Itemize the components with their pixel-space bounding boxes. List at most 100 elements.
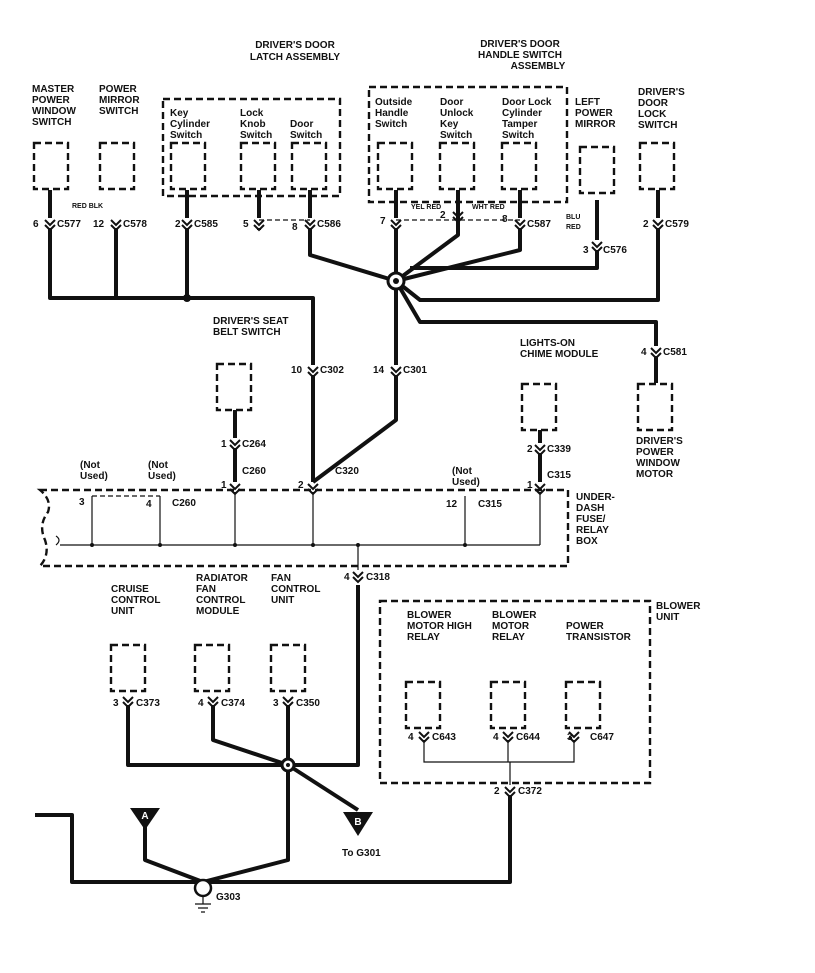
pin-c373: 3 [113, 698, 119, 709]
oh-3: Switch [375, 119, 407, 130]
conn-c318: C318 [366, 572, 390, 583]
lpm-2: POWER [575, 108, 614, 119]
dlt-2: Cylinder [502, 108, 542, 119]
cruise-control-box [109, 643, 147, 693]
pm-1: POWER [99, 84, 138, 95]
pin-c260a: 1 [221, 480, 227, 491]
lk-2: Knob [240, 119, 266, 130]
dlt-4: Switch [502, 130, 534, 141]
pin-c587c: 8 [502, 214, 508, 225]
dlt-1: Door Lock [502, 97, 552, 108]
connector-c315-icon [534, 483, 546, 496]
kc-2: Cylinder [170, 119, 210, 130]
latch-assembly-box [161, 97, 342, 198]
master-power-window-box [32, 141, 70, 191]
connector-c320-icon [307, 483, 319, 496]
underdash-fuse-box [36, 488, 570, 568]
wire-color-unlock: YEL RED [411, 204, 441, 211]
br-2: MOTOR [492, 621, 530, 632]
connector-c643-icon [418, 731, 430, 744]
wire-cruise [126, 705, 288, 767]
pin-c260b: 4 [146, 499, 152, 510]
pin-c576: 3 [583, 245, 589, 256]
conn-c260a: C260 [242, 466, 266, 477]
window-motor-label: DRIVER'S POWER WINDOW MOTOR [636, 436, 683, 480]
br-3: RELAY [492, 632, 525, 643]
connector-c318-icon [352, 571, 364, 584]
driver-door-lock-box [638, 141, 676, 191]
dot [233, 543, 237, 547]
seat-belt-switch-label: DRIVER'S SEAT BELT SWITCH [213, 316, 289, 338]
fc-2: CONTROL [271, 584, 320, 595]
conn-c581: C581 [663, 347, 687, 358]
door-lock-tamper-switch-label: Door Lock Cylinder Tamper Switch [502, 97, 552, 141]
wire-color-lpm-2: RED [566, 224, 581, 231]
pt-1: POWER [566, 621, 605, 632]
ddl-1: DRIVER'S [638, 87, 685, 98]
dot [158, 543, 162, 547]
outside-handle-box [376, 141, 414, 191]
latch-label-2: LATCH ASSEMBLY [250, 52, 341, 63]
ds-1: Door [290, 119, 313, 130]
lights-on-chime-box [520, 382, 558, 432]
driver-door-lock-switch-label: DRIVER'S DOOR LOCK SWITCH [638, 87, 685, 131]
conn-c587: C587 [527, 219, 551, 230]
door-lock-tamper-box [500, 141, 538, 191]
bh-2: MOTOR HIGH [407, 621, 472, 632]
connector-glyphs [44, 211, 664, 799]
conn-c578: C578 [123, 219, 147, 230]
blower-label-2: UNIT [656, 612, 679, 623]
pin-c586a: 5 [243, 219, 249, 230]
blower-unit-box [378, 599, 652, 785]
connector-c581-icon [650, 347, 662, 360]
pin-c587a: 7 [380, 216, 386, 227]
wire-to-g303-a [202, 765, 290, 884]
blower-bus [423, 740, 575, 763]
pin-c643: 4 [408, 732, 414, 743]
duk-3: Key [440, 119, 459, 130]
mpw-4: SWITCH [32, 117, 71, 128]
door-unlock-key-box [438, 141, 476, 191]
underdash-label-5: BOX [576, 536, 598, 547]
connector-c301-icon [390, 366, 402, 379]
wire-left-in [35, 813, 203, 884]
conn-c264: C264 [242, 439, 266, 450]
lk-1: Lock [240, 108, 264, 119]
pin-c579: 2 [643, 219, 649, 230]
left-power-mirror-label: LEFT POWER MIRROR [575, 97, 616, 130]
pin-c374: 4 [198, 698, 204, 709]
underdash-label-1: UNDER- [576, 492, 615, 503]
wire-lpm-run [410, 250, 599, 270]
pin-c581: 4 [641, 347, 647, 358]
seat-belt-switch-box [215, 362, 253, 412]
ref-a-shape [130, 808, 160, 830]
mpw-2: POWER [32, 95, 71, 106]
key-cylinder-box [169, 141, 207, 191]
pin-c301: 14 [373, 365, 385, 376]
conn-c647: C647 [590, 732, 614, 743]
key-cylinder-switch-label: Key Cylinder Switch [170, 108, 210, 141]
connector-c264-icon [229, 439, 241, 452]
pin-c315a: 1 [527, 480, 533, 491]
duk-2: Unlock [440, 108, 474, 119]
ground-label: G303 [216, 892, 241, 903]
lpm-1: LEFT [575, 97, 600, 108]
oh-1: Outside [375, 97, 413, 108]
conn-c373: C373 [136, 698, 160, 709]
kc-1: Key [170, 108, 189, 119]
bh-1: BLOWER [407, 610, 452, 621]
ground-ring [193, 878, 213, 898]
connector-c578-icon [110, 219, 122, 232]
connector-c372-icon [504, 786, 516, 799]
oh-2: Handle [375, 108, 409, 119]
fuse-bus-dots [90, 543, 467, 547]
to-g301-label: To G301 [342, 848, 381, 859]
br-1: BLOWER [492, 610, 537, 621]
handle-switch-assembly-box [367, 85, 569, 204]
cc-2: CONTROL [111, 595, 160, 606]
power-transistor-box [564, 680, 602, 730]
internal-wires [55, 219, 575, 785]
connector-c585-icon [181, 219, 193, 232]
splice-lower-center [286, 763, 290, 767]
wire-kc-run [185, 228, 315, 365]
